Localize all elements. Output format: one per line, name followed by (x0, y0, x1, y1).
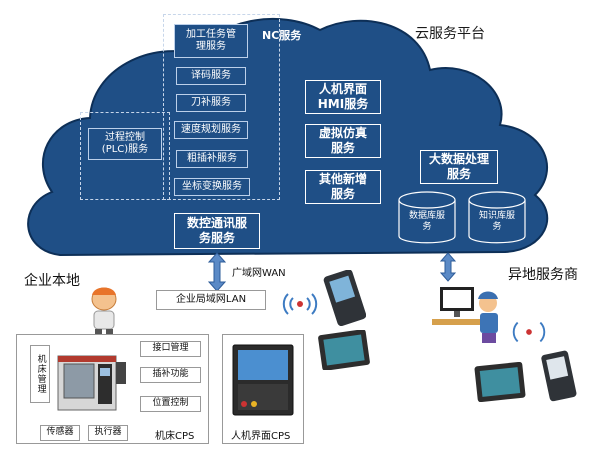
wifi-antenna-icon (282, 293, 318, 315)
remote-tablet-icon (474, 362, 526, 402)
service-nc-communication: 数控通讯服务服务 (174, 213, 260, 249)
cnc-machine-icon (57, 355, 126, 411)
service-coarse-interpolation: 粗插补服务 (176, 150, 248, 168)
actuator-box: 执行器 (88, 425, 128, 441)
service-hmi: 人机界面HMI服务 (305, 80, 381, 114)
tablet-device-icon (318, 330, 370, 370)
service-other-new: 其他新增服务 (305, 170, 381, 204)
service-virtual-simulation: 虚拟仿真服务 (305, 124, 381, 158)
knowledge-base-cylinder-icon (468, 191, 526, 244)
wan-label: 广域网WAN (232, 268, 286, 279)
service-coordinate-transform: 坐标变换服务 (174, 178, 250, 196)
pda-device-icon (323, 270, 366, 327)
sensor-box: 传感器 (40, 425, 80, 441)
enterprise-title: 企业本地 (24, 273, 80, 289)
remote-wifi-antenna-icon (512, 321, 546, 343)
database-cylinder-icon (398, 191, 456, 244)
service-tool-compensation: 刀补服务 (176, 94, 246, 112)
service-decoding: 译码服务 (176, 67, 246, 85)
wan-arrow-icon (207, 252, 227, 292)
machine-cps-label: 机床CPS (155, 431, 195, 442)
service-plc: 过程控制(PLC)服务 (88, 128, 162, 160)
hmi-cps-label: 人机界面CPS (231, 431, 291, 442)
service-task-management: 加工任务管理服务 (174, 24, 248, 58)
machine-management-label: 机床管理 (30, 345, 50, 403)
nc-service-label: NC服务 (262, 29, 302, 42)
worker-icon (91, 287, 117, 336)
lan-box: 企业局域网LAN (156, 290, 266, 310)
cloud-platform-title: 云服务平台 (415, 26, 485, 42)
remote-service-title: 异地服务商 (508, 267, 578, 283)
remote-worker-desk-icon (432, 287, 498, 343)
interpolation-function: 插补功能 (140, 367, 201, 383)
plc-group-border (80, 112, 170, 200)
service-knowledge-base: 知识库服务 (478, 210, 515, 232)
nc-group-border (163, 14, 280, 200)
interface-management: 接口管理 (140, 341, 201, 357)
remote-pda-icon (541, 350, 577, 402)
service-big-data: 大数据处理服务 (420, 150, 498, 184)
service-database: 数据库服务 (408, 210, 445, 232)
service-speed-planning: 速度规划服务 (174, 121, 248, 139)
hmi-panel-icon (232, 344, 294, 416)
remote-arrow-icon (439, 252, 457, 282)
position-control: 位置控制 (140, 396, 201, 412)
